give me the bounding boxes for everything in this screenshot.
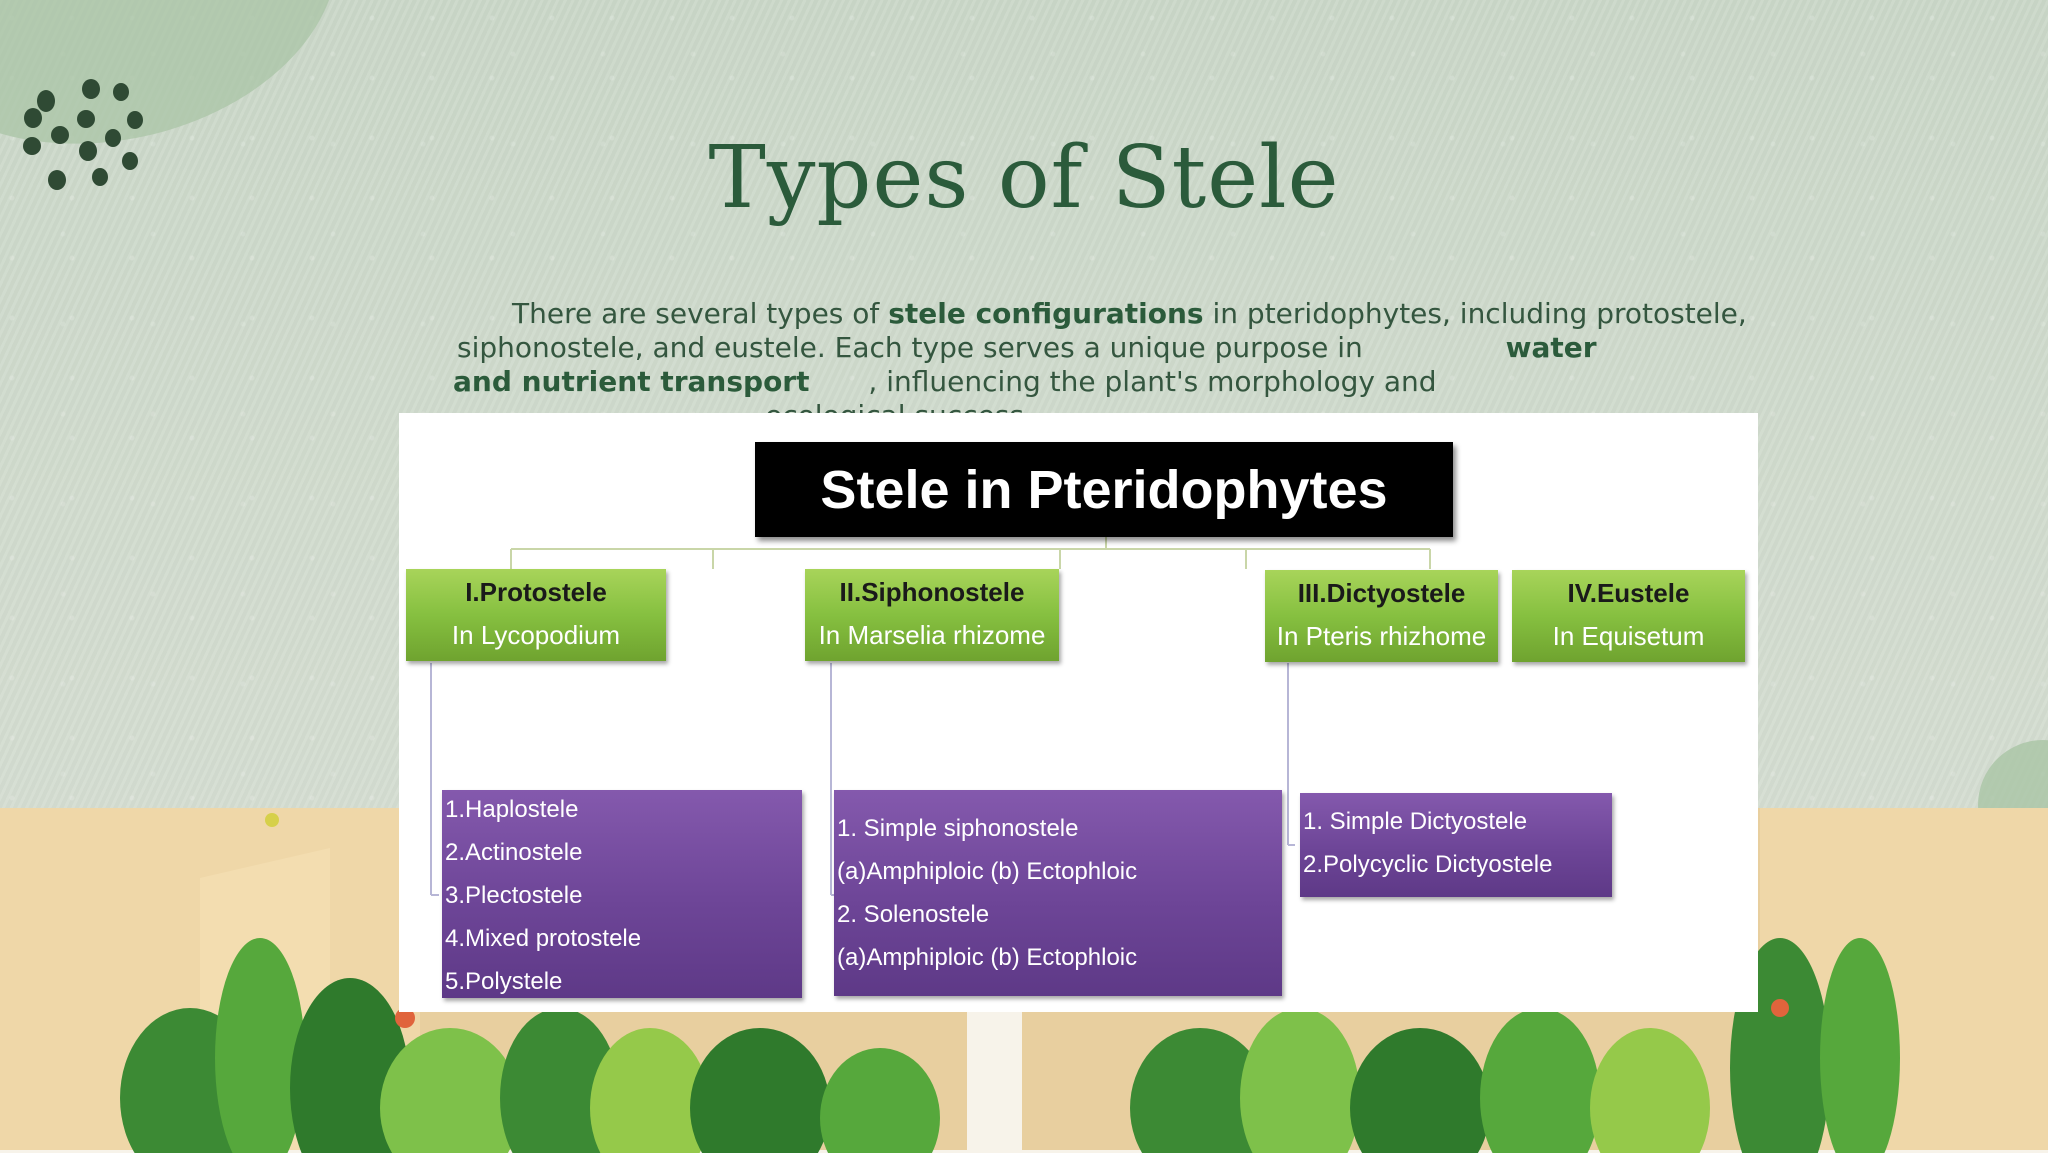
stele-diagram: Stele in Pteridophytes I.Protostele In L…: [399, 413, 1758, 1012]
paragraph-line-1: There are several types of stele configu…: [512, 297, 1747, 331]
paragraph-text: There are several types of: [512, 297, 880, 330]
page-title: Types of Stele: [708, 128, 1340, 228]
paragraph-text: , influencing the plant's morphology and: [868, 365, 1437, 398]
subtype-item: 2.Polycyclic Dictyostele: [1303, 851, 1553, 878]
siphonostele-subtypes: 1. Simple siphonostele (a)Amphiploic (b)…: [834, 790, 1282, 996]
dictyostele-subtypes: 1. Simple Dictyostele 2.Polycyclic Dicty…: [1300, 793, 1612, 897]
paragraph-bold-term: and nutrient transport: [453, 365, 810, 398]
dot-cluster-decoration: [23, 79, 143, 190]
category-name: III.Dictyostele: [1297, 578, 1466, 608]
category-example: In Pteris rhizhome: [1276, 621, 1487, 651]
category-name: I.Protostele: [465, 577, 607, 607]
paragraph-bold-term: water: [1505, 331, 1597, 364]
subtype-item: 1. Simple siphonostele: [837, 815, 1079, 842]
subtype-item: (a)Amphiploic (b) Ectophloic: [837, 944, 1138, 971]
subtype-item: 4.Mixed protostele: [445, 925, 642, 952]
category-name: IV.Eustele: [1567, 578, 1690, 608]
category-example: In Lycopodium: [451, 620, 621, 650]
category-example: In Equisetum: [1552, 621, 1705, 651]
subtype-item: 1.Haplostele: [445, 796, 579, 823]
category-dictyostele: III.Dictyostele In Pteris rhizhome: [1265, 570, 1498, 662]
paragraph-bold-term: stele configurations: [888, 297, 1204, 330]
diagram-title: Stele in Pteridophytes: [755, 442, 1453, 537]
paragraph-text: siphonostele, and eustele. Each type ser…: [457, 331, 1363, 364]
category-example: In Marselia rhizome: [818, 620, 1046, 650]
paragraph-line-3: and nutrient transport , influencing the…: [453, 365, 1437, 399]
protostele-subtypes: 1.Haplostele 2.Actinostele 3.Plectostele…: [442, 790, 802, 998]
category-eustele: IV.Eustele In Equisetum: [1512, 570, 1745, 662]
category-siphonostele: II.Siphonostele In Marselia rhizome: [805, 569, 1059, 661]
category-name: II.Siphonostele: [839, 577, 1025, 607]
paragraph-line-2: siphonostele, and eustele. Each type ser…: [457, 331, 1597, 365]
subtype-item: 5.Polystele: [445, 968, 563, 995]
subtype-item: 2. Solenostele: [837, 901, 990, 928]
paragraph-text: in pteridophytes, including protostele,: [1212, 297, 1747, 330]
subtype-item: (a)Amphiploic (b) Ectophloic: [837, 858, 1138, 885]
diagram-connectors: [430, 537, 1431, 896]
subtype-item: 3.Plectostele: [445, 882, 583, 909]
subtype-item: 2.Actinostele: [445, 839, 583, 866]
subtype-item: 1. Simple Dictyostele: [1303, 808, 1528, 835]
category-protostele: I.Protostele In Lycopodium: [406, 569, 666, 661]
